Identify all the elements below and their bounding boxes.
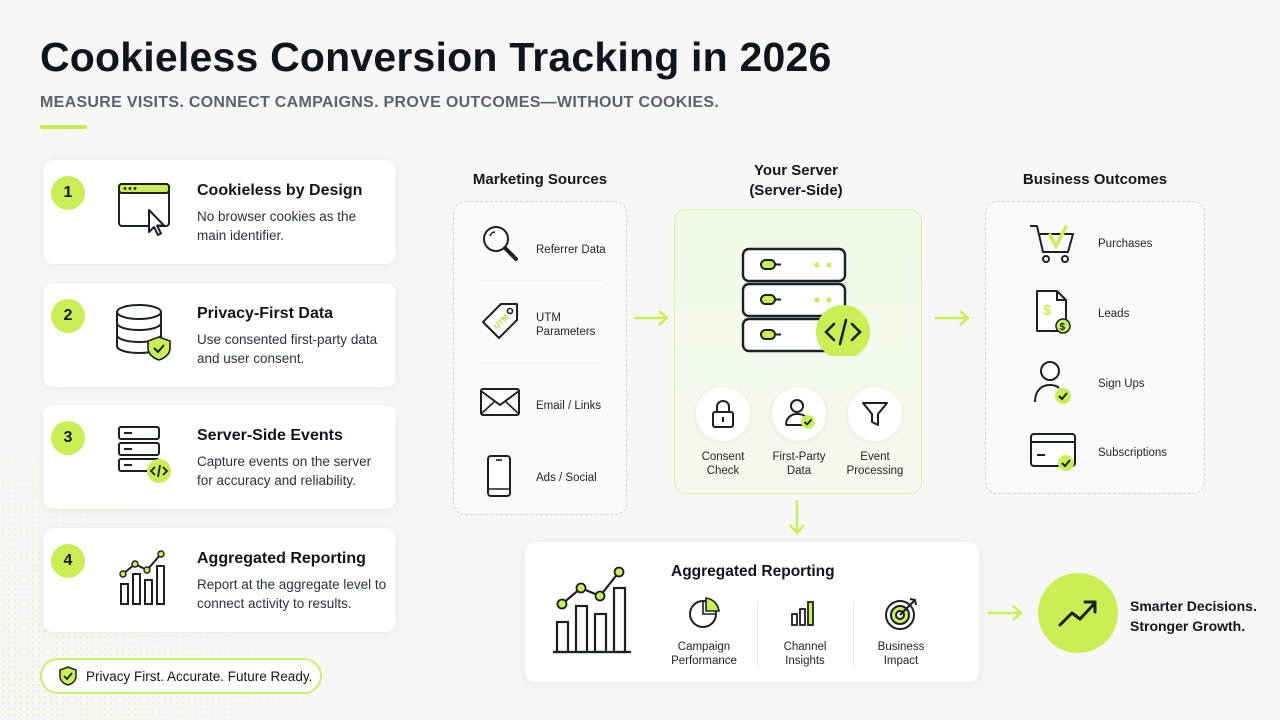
first-party-data-circle — [772, 387, 826, 441]
document-dollar-icon: $ $ — [1036, 290, 1071, 334]
reporting-item-label: Business Impact — [877, 641, 925, 667]
arrow-right-icon — [935, 310, 970, 326]
arrow-right-icon — [634, 310, 669, 326]
shield-check-icon — [59, 666, 77, 686]
step-card-1: 1 Cookieless by Design No browser cookie… — [43, 160, 396, 264]
server-rack-icon — [741, 247, 870, 356]
result-line2: Stronger Growth. — [1130, 618, 1246, 634]
page-subtitle: MEASURE VISITS. CONNECT CAMPAIGNS. PROVE… — [40, 94, 720, 111]
separator — [853, 602, 854, 666]
step-description: Capture events on the server for accurac… — [197, 454, 372, 488]
step-description: No browser cookies as the main identifie… — [197, 209, 357, 243]
cart-icon — [1030, 225, 1074, 263]
bars-icon — [791, 601, 814, 626]
bar-chart-icon — [553, 566, 631, 654]
svg-text:$: $ — [1043, 302, 1052, 319]
reporting-item-label: Channel Insights — [783, 641, 827, 667]
bar-chart-icon — [119, 550, 165, 605]
step-title: Cookieless by Design — [197, 182, 363, 199]
reporting-title: Aggregated Reporting — [671, 563, 835, 580]
funnel-icon — [862, 402, 888, 426]
step-number: 4 — [51, 544, 85, 578]
step-title: Aggregated Reporting — [197, 550, 366, 567]
badge-label: Privacy First. Accurate. Future Ready. — [86, 668, 313, 684]
target-icon — [885, 598, 917, 630]
growth-circle — [1038, 573, 1118, 653]
server-heading-line2: (Server-Side) — [749, 182, 843, 199]
result-text: Smarter Decisions. Stronger Growth. — [1130, 596, 1257, 636]
page-title: Cookieless Conversion Tracking in 2026 — [40, 34, 832, 80]
consent-check-circle — [696, 387, 750, 441]
outcome-label: Leads — [1098, 308, 1130, 320]
step-number: 1 — [51, 176, 85, 210]
privacy-badge: Privacy First. Accurate. Future Ready. — [40, 658, 322, 694]
database-shield-icon — [116, 304, 171, 361]
separator — [480, 362, 604, 363]
source-label: Referrer Data — [536, 244, 606, 256]
lock-icon — [712, 399, 734, 428]
first-party-data-label: First-Party Data — [772, 451, 826, 477]
utm-tag-icon: UTM — [482, 303, 518, 339]
server-panel: Consent Check First-Party Data Event Pro… — [674, 209, 922, 494]
event-processing-circle — [848, 387, 902, 441]
user-check-icon — [1034, 361, 1071, 404]
magnifier-icon — [483, 226, 518, 261]
result-line1: Smarter Decisions. — [1130, 598, 1257, 614]
svg-text:$: $ — [1060, 322, 1066, 333]
event-processing-label: Event Processing — [846, 451, 904, 477]
reporting-panel: Aggregated Reporting Campaign Performanc… — [525, 542, 979, 682]
separator — [757, 602, 758, 666]
source-label: Email / Links — [536, 400, 602, 412]
consent-check-label: Consent Check — [701, 451, 745, 477]
source-item: Referrer Data — [454, 212, 626, 272]
server-heading-line1: Your Server — [754, 162, 838, 179]
user-check-icon — [785, 399, 815, 429]
envelope-icon — [480, 388, 520, 416]
step-card-4: 4 Aggregated Reporting Report at the agg… — [43, 528, 396, 632]
outcomes-panel: Purchases $ $ Leads Sign Ups Subscriptio… — [985, 201, 1205, 494]
title-accent-line — [40, 125, 87, 129]
source-item: UTM UTM Parameters — [454, 290, 626, 350]
step-card-2: 2 Privacy-First Data Use consented first… — [43, 283, 396, 387]
step-title: Server-Side Events — [197, 427, 343, 444]
pie-chart-icon — [689, 597, 720, 628]
sources-heading: Marketing Sources — [472, 171, 608, 188]
arrow-down-icon — [789, 500, 805, 535]
arrow-right-icon — [988, 605, 1023, 621]
outcome-label: Sign Ups — [1098, 378, 1145, 390]
outcome-label: Subscriptions — [1098, 447, 1168, 459]
outcomes-heading: Business Outcomes — [1022, 171, 1168, 188]
source-label: UTM Parameters — [536, 312, 596, 338]
trend-up-icon — [1058, 600, 1097, 627]
reporting-item-label: Campaign Performance — [671, 641, 737, 667]
step-number: 3 — [51, 421, 85, 455]
separator — [480, 280, 604, 281]
step-number: 2 — [51, 299, 85, 333]
step-description: Report at the aggregate level to connect… — [197, 577, 387, 611]
source-label: Ads / Social — [536, 472, 597, 484]
outcome-label: Purchases — [1098, 238, 1153, 250]
step-description: Use consented first-party data and user … — [197, 332, 378, 366]
server-code-icon — [118, 426, 171, 483]
smartphone-icon — [487, 455, 511, 497]
server-heading: Your Server (Server-Side) — [700, 161, 892, 201]
sources-panel: Referrer Data UTM UTM Parameters Email /… — [453, 201, 627, 515]
step-title: Privacy-First Data — [197, 305, 334, 322]
card-check-icon — [1030, 433, 1076, 471]
step-card-3: 3 Server-Side Events Capture events on t… — [43, 405, 396, 509]
browser-cursor-icon — [118, 183, 170, 236]
source-item: Ads / Social — [454, 447, 626, 507]
source-item: Email / Links — [454, 372, 626, 432]
